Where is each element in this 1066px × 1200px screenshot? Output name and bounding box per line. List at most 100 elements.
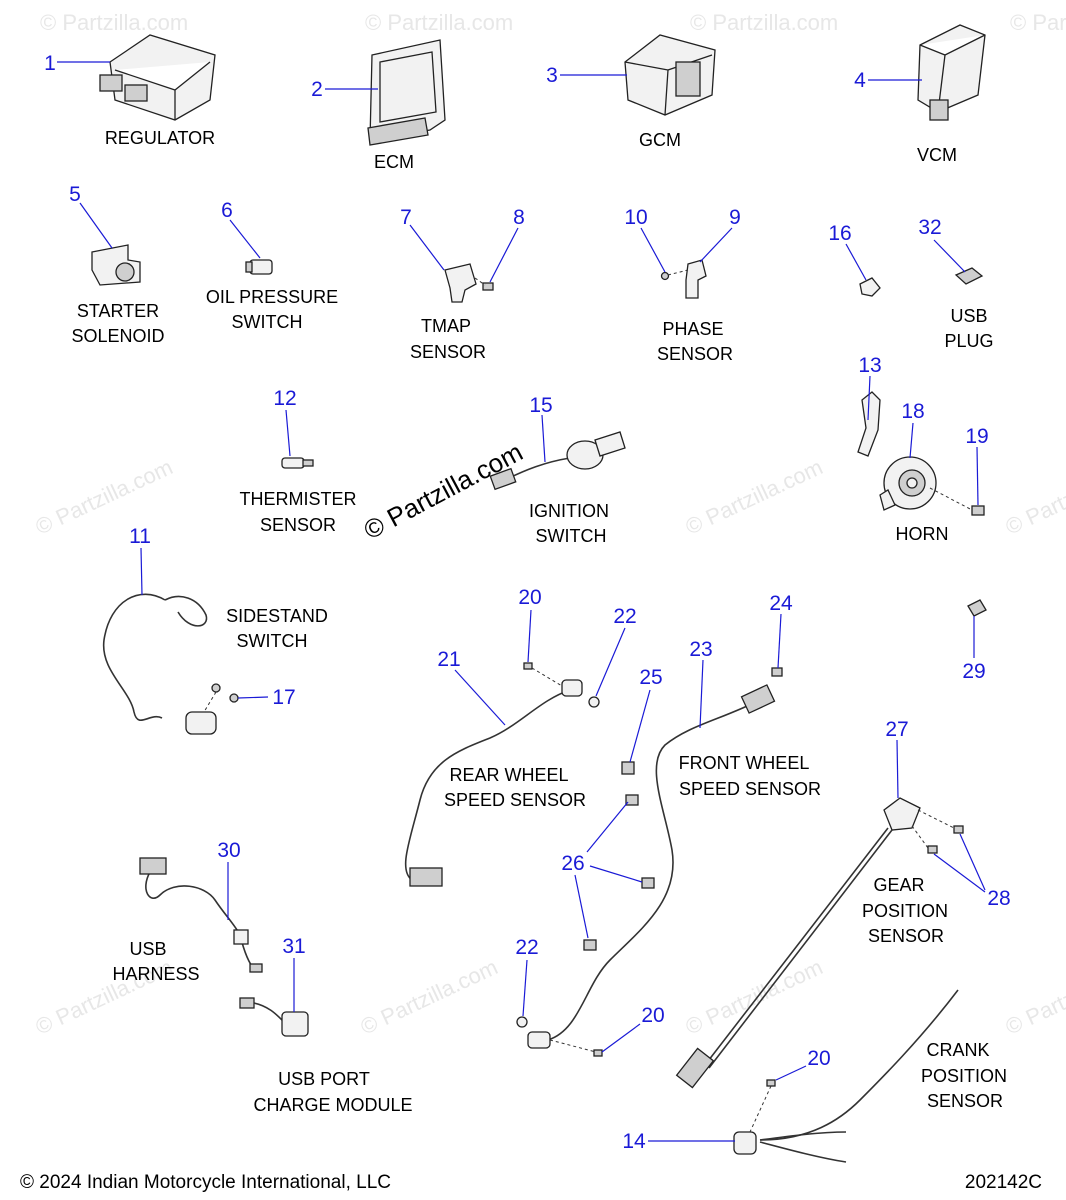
- part-number-20[interactable]: 20: [518, 586, 541, 609]
- starter-solenoid-group[interactable]: 5 STARTER SOLENOID: [69, 183, 164, 346]
- gcm-group[interactable]: 3 GCM: [546, 34, 716, 150]
- usb-port-charge-module-label-line2: CHARGE MODULE: [253, 1095, 412, 1115]
- sidestand-switch-label-line1: SIDESTAND: [226, 606, 328, 626]
- oil-pressure-switch-group[interactable]: 6 OIL PRESSURE SWITCH: [206, 199, 338, 332]
- cable-clip-25: [621, 761, 635, 775]
- part-number-19[interactable]: 19: [965, 425, 988, 448]
- watermark-tile: © Partzilla.com: [682, 454, 827, 539]
- leader-line: [896, 739, 899, 799]
- tmap-sensor-illustration: [444, 263, 477, 303]
- crank-position-sensor-group[interactable]: 14 20 CRANK POSITION SENSOR: [622, 989, 1007, 1163]
- part-number-22-front[interactable]: 22: [515, 936, 538, 959]
- part-number-20-crank[interactable]: 20: [807, 1047, 830, 1070]
- horn-group[interactable]: 13 18 19 HORN: [857, 354, 989, 544]
- part-number-26[interactable]: 26: [561, 852, 584, 875]
- front-sensor-clip: [771, 667, 783, 677]
- sidestand-wire-loop: [164, 595, 208, 627]
- part-number-23[interactable]: 23: [689, 638, 712, 661]
- part-number-18[interactable]: 18: [901, 400, 924, 423]
- part-29-group[interactable]: 29: [962, 599, 987, 683]
- leader-line: [541, 414, 546, 463]
- usb-module-plug: [239, 997, 255, 1009]
- sidestand-switch-label-line2: SWITCH: [237, 631, 308, 651]
- leader-line: [574, 874, 589, 939]
- tmap-sensor-label-line1: TMAP: [421, 316, 471, 336]
- vcm-illustration: [917, 24, 986, 113]
- part-number-25[interactable]: 25: [639, 666, 662, 689]
- phase-sensor-group[interactable]: 10 9 PHASE SENSOR: [624, 206, 741, 364]
- vcm-label: VCM: [917, 145, 957, 165]
- rear-sensor-bolt: [523, 662, 533, 670]
- part-number-17[interactable]: 17: [272, 686, 295, 709]
- usb-port-charge-module-group[interactable]: 31 USB PORT CHARGE MODULE: [239, 935, 413, 1115]
- starter-solenoid-label-line2: SOLENOID: [71, 326, 164, 346]
- part-number-10[interactable]: 10: [624, 206, 647, 229]
- tmap-sensor-label-line2: SENSOR: [410, 342, 486, 362]
- crank-sensor-cable: [759, 1141, 847, 1163]
- rear-wheel-speed-sensor-group[interactable]: 20 22 21 REAR WHEEL SPEED SENSOR: [404, 586, 637, 887]
- leader-line: [489, 227, 519, 283]
- leader-line: [237, 696, 269, 699]
- part-number-30[interactable]: 30: [217, 839, 240, 862]
- gear-position-sensor-group[interactable]: 27 28 GEAR POSITION SENSOR: [675, 718, 1011, 1089]
- usb-harness-group[interactable]: 30 USB HARNESS: [112, 839, 263, 984]
- part-number-1[interactable]: 1: [44, 52, 56, 75]
- vcm-group[interactable]: 4 VCM: [854, 24, 986, 165]
- ignition-bracket: [594, 431, 626, 457]
- part-number-16[interactable]: 16: [828, 222, 851, 245]
- usb-harness-connector: [139, 857, 167, 875]
- gcm-window: [675, 61, 701, 97]
- part-number-7[interactable]: 7: [400, 206, 412, 229]
- crank-position-sensor-label-line3: SENSOR: [927, 1091, 1003, 1111]
- gear-sensor-cable: [704, 827, 889, 1066]
- part-number-21[interactable]: 21: [437, 648, 460, 671]
- leader-line: [933, 239, 966, 273]
- ignition-switch-group[interactable]: 15 IGNITION SWITCH: [489, 394, 626, 546]
- oil-pressure-switch-label-line1: OIL PRESSURE: [206, 287, 338, 307]
- part-number-15[interactable]: 15: [529, 394, 552, 417]
- crank-sensor-bolt: [766, 1079, 776, 1087]
- part-number-27[interactable]: 27: [885, 718, 908, 741]
- part-number-14[interactable]: 14: [622, 1130, 646, 1153]
- ecm-group[interactable]: 2 ECM: [311, 39, 446, 172]
- part-number-28[interactable]: 28: [987, 887, 1010, 910]
- leader-line: [586, 801, 629, 853]
- tmap-sensor-group[interactable]: 7 8 TMAP SENSOR: [400, 206, 525, 362]
- ecm-illustration: [369, 39, 446, 141]
- part-number-5[interactable]: 5: [69, 183, 81, 206]
- part-number-24[interactable]: 24: [769, 592, 793, 615]
- part-number-31[interactable]: 31: [282, 935, 305, 958]
- sidestand-screw: [211, 683, 221, 693]
- part-number-6[interactable]: 6: [221, 199, 233, 222]
- watermark-tile: © Partzilla.com: [1010, 10, 1066, 35]
- part-number-9[interactable]: 9: [729, 206, 741, 229]
- usb-harness-wire: [145, 871, 256, 971]
- part-number-3[interactable]: 3: [546, 64, 558, 87]
- usb-plug-group[interactable]: 32 USB PLUG: [918, 216, 993, 351]
- part-number-32[interactable]: 32: [918, 216, 941, 239]
- part-number-12[interactable]: 12: [273, 387, 296, 410]
- part-number-11[interactable]: 11: [129, 525, 151, 548]
- horn-bolt: [971, 505, 985, 516]
- part-number-8[interactable]: 8: [513, 206, 525, 229]
- part-number-4[interactable]: 4: [854, 69, 866, 92]
- front-wheel-speed-sensor-group[interactable]: 25 23 24 26 22 20 FRONT WHEEL SPEED SENS…: [515, 592, 821, 1057]
- part-number-20-front[interactable]: 20: [641, 1004, 664, 1027]
- usb-module-wire: [253, 1002, 283, 1021]
- thermister-sensor-group[interactable]: 12 THERMISTER SENSOR: [240, 387, 357, 535]
- horn-cap: [906, 477, 918, 489]
- part-number-22[interactable]: 22: [613, 605, 636, 628]
- part-number-2[interactable]: 2: [311, 78, 323, 101]
- part-number-29[interactable]: 29: [962, 660, 985, 683]
- leader-line: [777, 613, 782, 669]
- sidestand-screw: [229, 693, 239, 703]
- cable-clip-26: [641, 877, 655, 889]
- assembly-line: [203, 691, 217, 713]
- part-16-group[interactable]: 16: [828, 222, 881, 297]
- gear-position-sensor-label-line2: POSITION: [862, 901, 948, 921]
- assembly-line: [474, 277, 486, 286]
- regulator-group[interactable]: 1 REGULATOR: [44, 34, 216, 148]
- part-16-illustration: [859, 277, 881, 297]
- part-number-13[interactable]: 13: [858, 354, 881, 377]
- sidestand-switch-group[interactable]: 11 17 SIDESTAND SWITCH: [102, 525, 328, 735]
